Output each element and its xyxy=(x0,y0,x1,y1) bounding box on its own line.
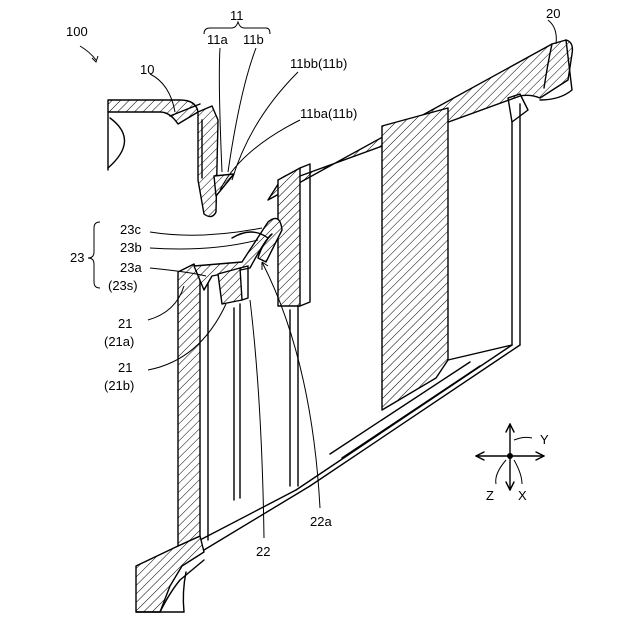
label-11ba: 11ba(11b) xyxy=(300,106,357,121)
label-21a-sub: (21a) xyxy=(104,334,134,349)
label-10: 10 xyxy=(140,62,154,77)
label-21a-num: 21 xyxy=(118,316,132,331)
label-23a: 23a xyxy=(120,260,142,275)
axis-label-x: X xyxy=(518,488,527,503)
part-10-housing xyxy=(108,100,234,217)
label-23s: (23s) xyxy=(108,278,138,293)
label-20: 20 xyxy=(546,6,560,21)
label-11b: 11b xyxy=(243,32,264,47)
label-21b-num: 21 xyxy=(118,360,132,375)
label-23b: 23b xyxy=(120,240,142,255)
axis-indicator xyxy=(476,424,544,490)
label-23c: 23c xyxy=(120,222,141,237)
label-100: 100 xyxy=(66,24,88,39)
label-11: 11 xyxy=(230,8,244,23)
label-22a: 22a xyxy=(310,514,332,529)
label-11bb: 11bb(11b) xyxy=(290,56,347,71)
label-11a: 11a xyxy=(207,32,228,47)
label-22: 22 xyxy=(256,544,270,559)
axis-label-y: Y xyxy=(540,432,549,447)
axis-label-z: Z xyxy=(486,488,494,503)
label-23: 23 xyxy=(70,250,84,265)
label-21b-sub: (21b) xyxy=(104,378,134,393)
